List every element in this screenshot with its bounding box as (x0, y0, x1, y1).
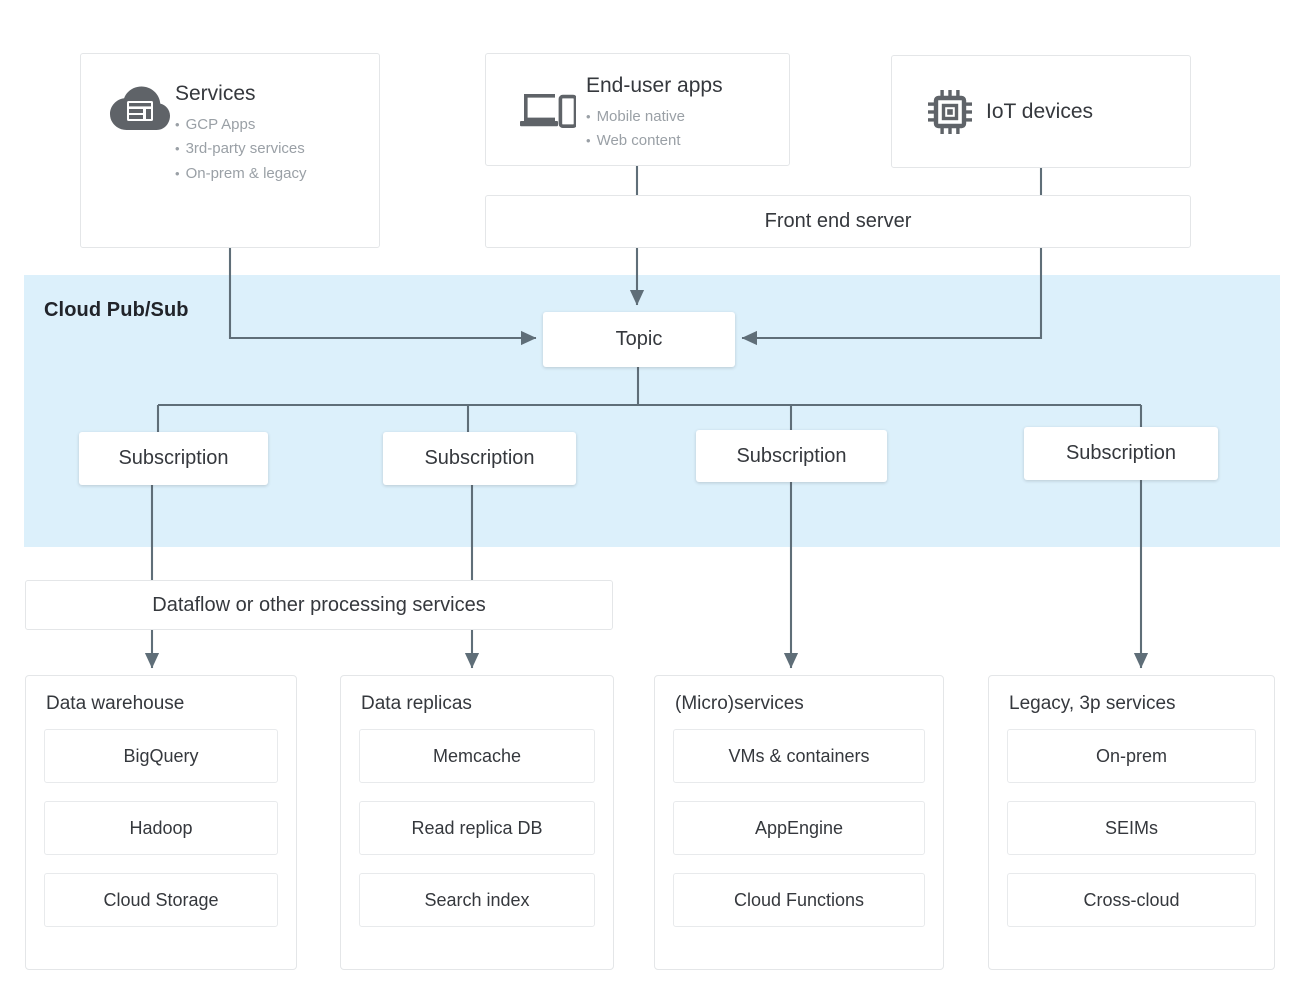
source-title: End-user apps (586, 74, 723, 97)
group-data-replicas[interactable]: Data replicas Memcache Read replica DB S… (340, 675, 614, 970)
group-item[interactable]: On-prem (1007, 729, 1256, 783)
subscription-label: Subscription (118, 447, 229, 469)
source-bullet: Mobile native (586, 105, 789, 129)
group-microservices[interactable]: (Micro)services VMs & containers AppEngi… (654, 675, 944, 970)
group-items: VMs & containers AppEngine Cloud Functio… (655, 715, 943, 945)
source-card-iot-devices[interactable]: IoT devices (891, 55, 1191, 168)
subscription-label: Subscription (1065, 442, 1177, 464)
group-item[interactable]: VMs & containers (673, 729, 925, 783)
source-card-services[interactable]: Services GCP Apps 3rd-party services On-… (80, 53, 380, 248)
group-item[interactable]: Cloud Storage (44, 873, 278, 927)
group-title: (Micro)services (675, 693, 804, 714)
group-item[interactable]: Hadoop (44, 801, 278, 855)
group-item[interactable]: Search index (359, 873, 595, 927)
source-bullet: Web content (586, 129, 789, 153)
devices-icon (504, 74, 586, 130)
source-bullet: 3rd-party services (175, 137, 379, 161)
group-items: On-prem SEIMs Cross-cloud (989, 715, 1274, 945)
group-title: Data warehouse (46, 693, 185, 714)
group-item[interactable]: Memcache (359, 729, 595, 783)
topic-label: Topic (615, 328, 663, 350)
group-title: Data replicas (361, 693, 472, 714)
source-title: IoT devices (986, 99, 1093, 123)
front-end-server-node[interactable]: Front end server (485, 195, 1191, 248)
cloud-services-icon (103, 82, 175, 134)
subscription-label: Subscription (424, 447, 535, 469)
subscription-node-3[interactable]: Subscription (696, 430, 887, 482)
group-item[interactable]: Cloud Functions (673, 873, 925, 927)
subscription-node-2[interactable]: Subscription (383, 432, 576, 485)
group-items: BigQuery Hadoop Cloud Storage (26, 715, 296, 945)
cloud-pubsub-label: Cloud Pub/Sub (44, 299, 189, 321)
topic-node[interactable]: Topic (543, 312, 735, 367)
source-bullet: On-prem & legacy (175, 162, 379, 186)
group-item[interactable]: AppEngine (673, 801, 925, 855)
group-item[interactable]: BigQuery (44, 729, 278, 783)
source-card-end-user-apps[interactable]: End-user apps Mobile native Web content (485, 53, 790, 166)
group-data-warehouse[interactable]: Data warehouse BigQuery Hadoop Cloud Sto… (25, 675, 297, 970)
dataflow-node[interactable]: Dataflow or other processing services (25, 580, 613, 630)
subscription-label: Subscription (736, 444, 847, 467)
group-item[interactable]: SEIMs (1007, 801, 1256, 855)
group-item[interactable]: Read replica DB (359, 801, 595, 855)
source-title: Services (175, 82, 256, 105)
group-items: Memcache Read replica DB Search index (341, 715, 613, 945)
subscription-node-4[interactable]: Subscription (1024, 427, 1218, 480)
source-bullets: GCP Apps 3rd-party services On-prem & le… (175, 113, 379, 186)
group-legacy-3p-services[interactable]: Legacy, 3p services On-prem SEIMs Cross-… (988, 675, 1275, 970)
group-item[interactable]: Cross-cloud (1007, 873, 1256, 927)
group-title: Legacy, 3p services (1009, 693, 1176, 714)
dataflow-label: Dataflow or other processing services (152, 593, 486, 616)
source-bullet: GCP Apps (175, 113, 379, 137)
chip-icon (914, 87, 986, 137)
source-bullets: Mobile native Web content (586, 105, 789, 154)
subscription-node-1[interactable]: Subscription (79, 432, 268, 485)
front-end-server-label: Front end server (764, 210, 912, 232)
